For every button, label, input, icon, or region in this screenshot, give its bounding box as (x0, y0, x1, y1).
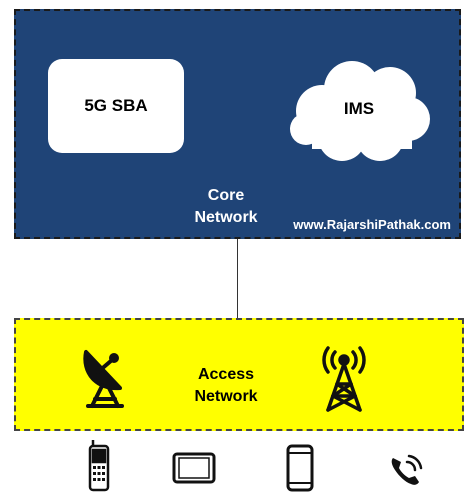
tablet-icon (172, 452, 216, 484)
access-network-title: Access Network (166, 364, 286, 408)
access-title-line1: Access (197, 366, 255, 383)
5g-sba-box: 5G SBA (48, 59, 184, 153)
access-title-line2: Network (194, 388, 258, 405)
core-network-box: 5G SBA IMS Core Network www.RajarshiPath… (14, 9, 461, 239)
core-access-connector (237, 239, 238, 318)
ims-label-wrap: IMS (282, 49, 436, 169)
smartphone-icon (286, 444, 314, 492)
cell-tower-icon (322, 346, 366, 412)
ims-cloud-icon (290, 61, 430, 161)
5g-sba-label: 5G SBA (84, 96, 148, 115)
ims-label: IMS (343, 99, 375, 118)
access-network-box: Access Network (14, 318, 464, 431)
core-title-line1: Core (207, 187, 245, 204)
phone-call-icon (391, 454, 423, 485)
watermark: www.RajarshiPathak.com (293, 217, 451, 232)
core-network-title: Core Network (166, 185, 286, 229)
satellite-dish-icon (83, 350, 124, 408)
feature-phone-icon (88, 440, 110, 492)
core-title-line2: Network (194, 209, 258, 226)
